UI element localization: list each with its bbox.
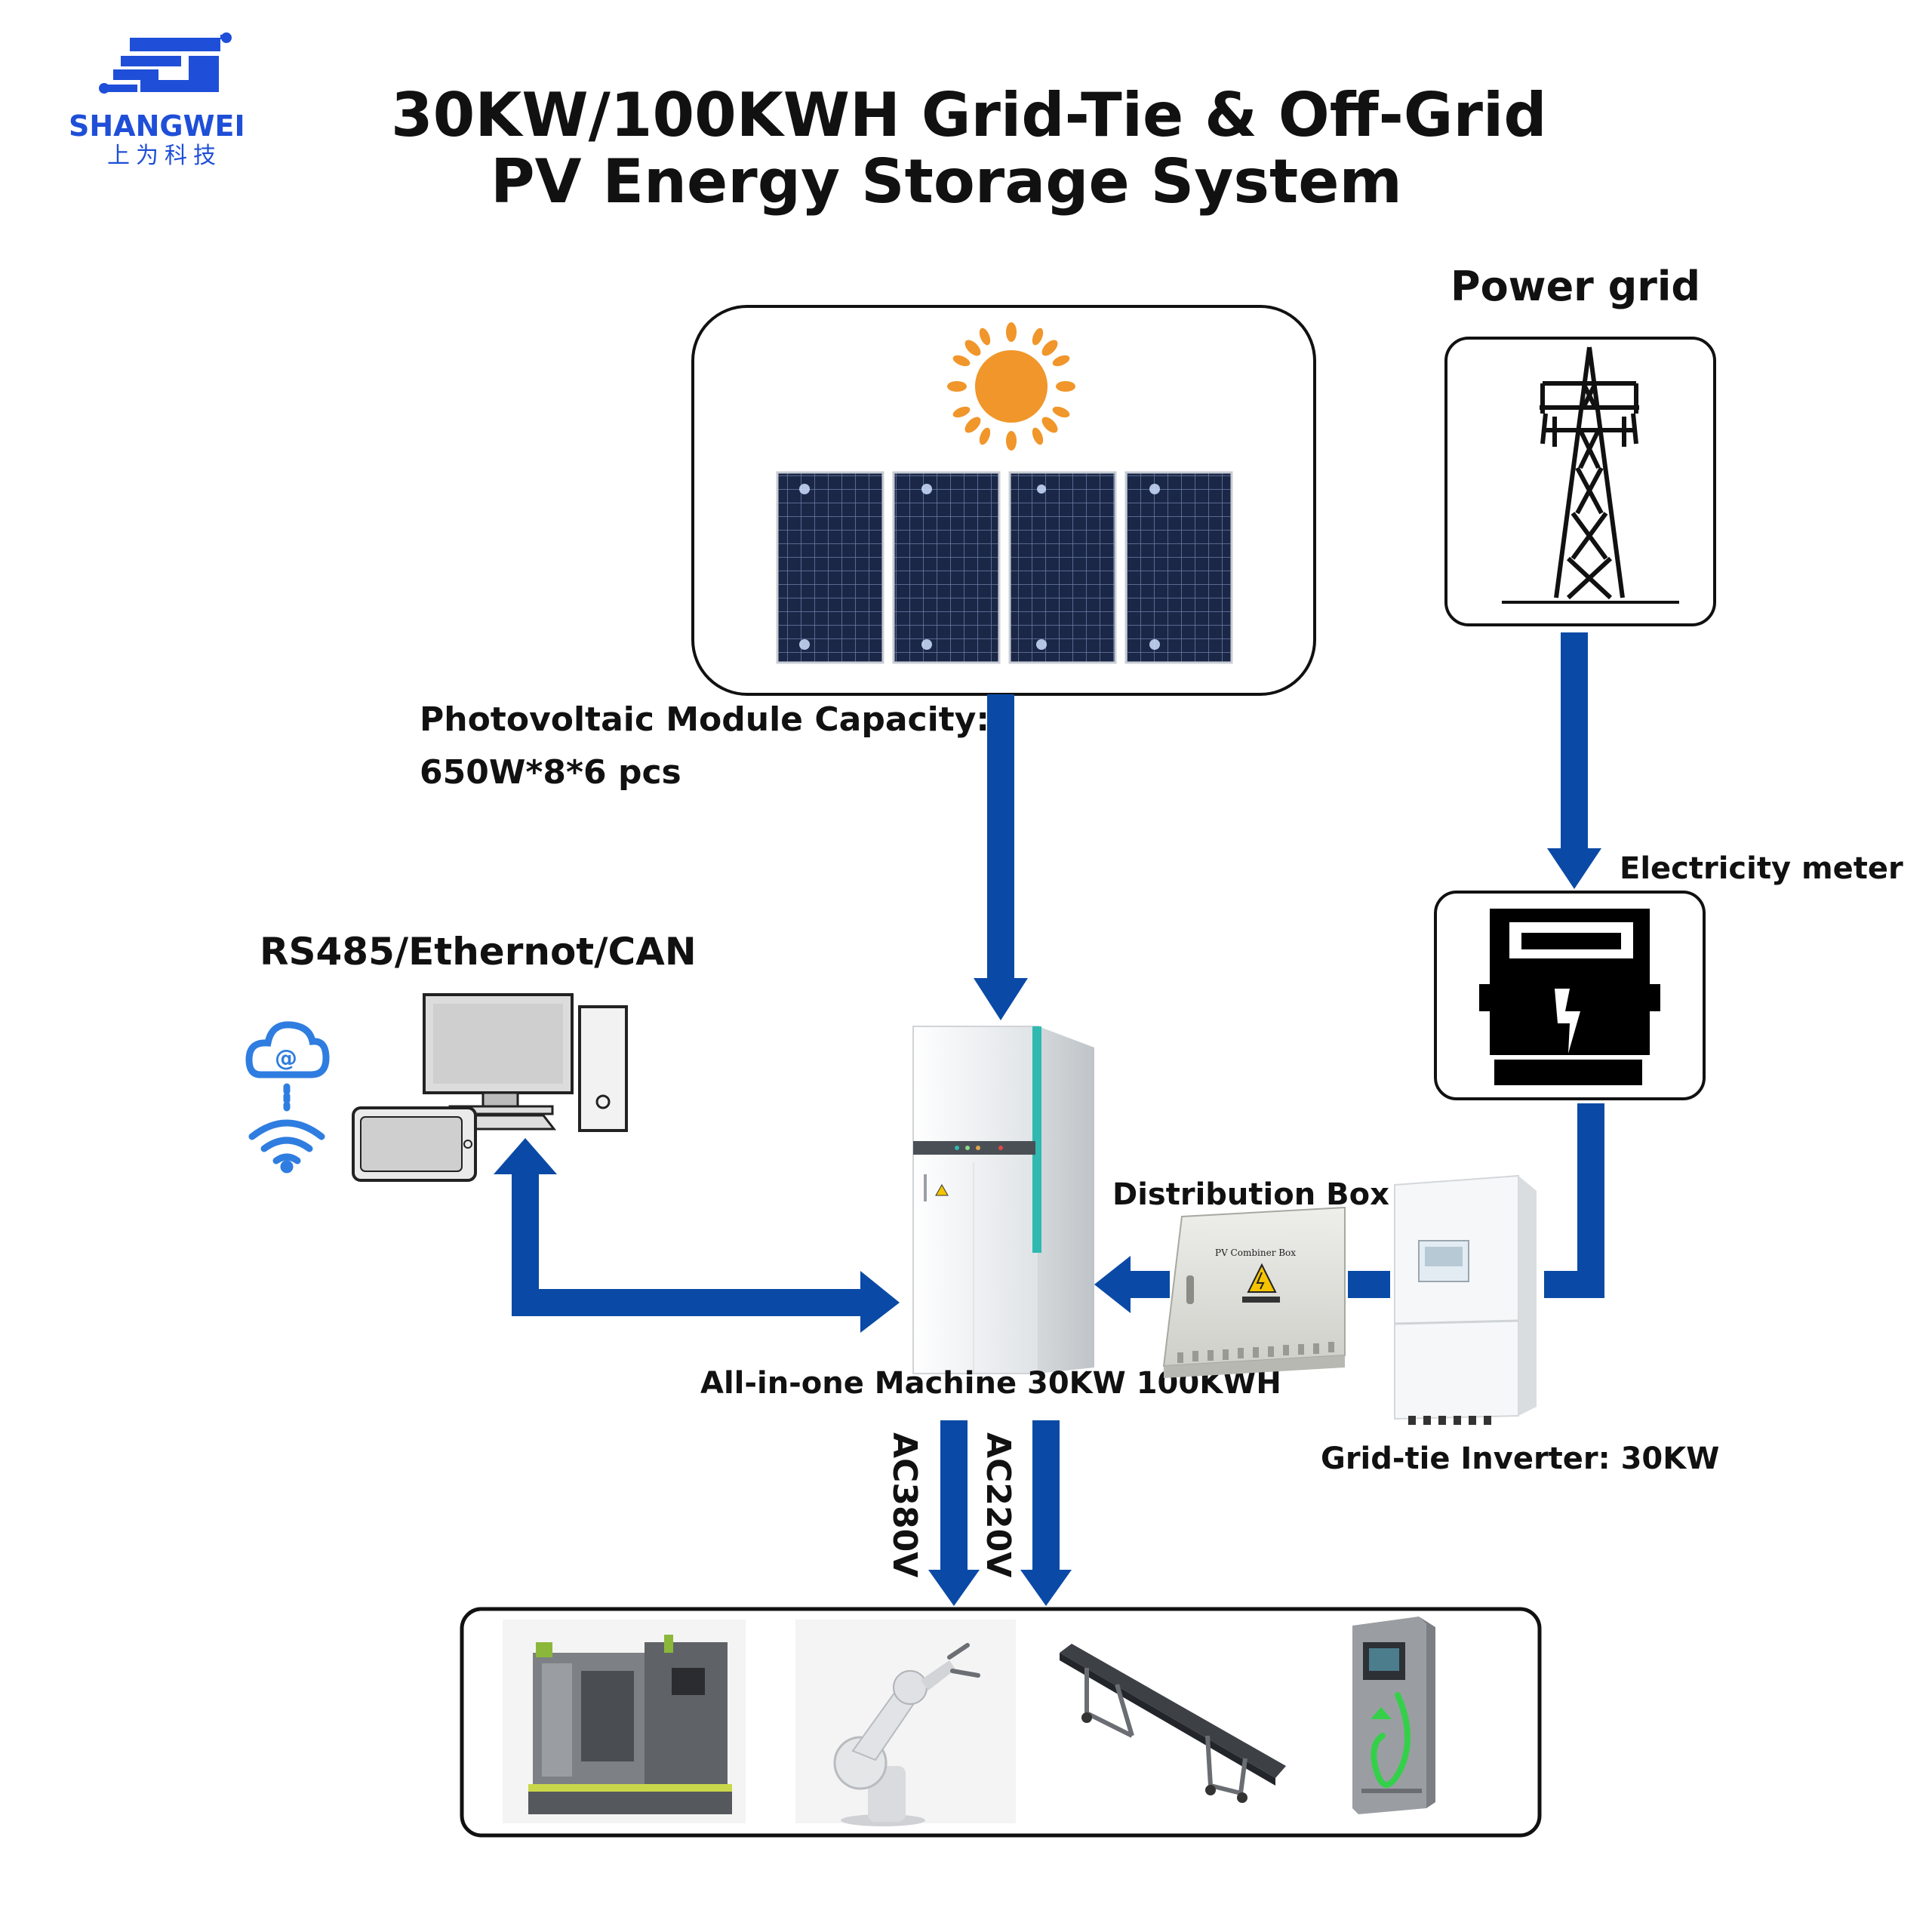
brand-logo: SHANGWEI 上为科技 [69, 32, 245, 169]
meter-to-inverter-line [1544, 1103, 1604, 1298]
brand-name: SHANGWEI [69, 109, 245, 143]
cabinet-icon [912, 1026, 1094, 1374]
pv-capacity-value: 650W*8*6 pcs [420, 753, 681, 792]
flow-arrows [494, 632, 1604, 1606]
inverter-to-distribution-line [1348, 1271, 1390, 1298]
ev-charger-icon [1352, 1617, 1435, 1814]
combiner-box-icon: PV Combiner Box [1162, 1206, 1346, 1378]
conveyor-icon [1060, 1644, 1286, 1803]
transmission-tower-icon [1502, 346, 1679, 604]
pv-to-machine-arrow [974, 694, 1028, 1020]
loads-panel [460, 1607, 1542, 1838]
combiner-box-text: PV Combiner Box [1215, 1247, 1296, 1258]
pv-capacity-label: Photovoltaic Module Capacity: [420, 700, 989, 739]
electricity-meter-label: Electricity meter [1620, 851, 1903, 886]
solar-panel-icon [776, 471, 1233, 664]
solar-array-panel [691, 305, 1316, 696]
ac380-label: AC380V [885, 1432, 924, 1577]
power-grid-label: Power grid [1451, 263, 1700, 310]
grid-to-meter-arrow [1547, 632, 1601, 889]
electricity-meter-icon [1479, 909, 1660, 1085]
brand-subtitle: 上为科技 [107, 143, 222, 169]
robot-arm-icon [795, 1620, 1016, 1826]
comm-protocols-label: RS485/Ethernot/CAN [260, 930, 697, 974]
ac380-arrow [928, 1420, 980, 1606]
inverter-label: Grid-tie Inverter: 30KW [1321, 1441, 1719, 1476]
ac220-label: AC220V [979, 1432, 1017, 1577]
svg-text:@: @ [275, 1045, 297, 1072]
meter-box [1434, 891, 1706, 1100]
power-grid-box [1444, 337, 1716, 626]
page-title-line1: 30KW/100KWH Grid-Tie & Off-Grid [391, 80, 1547, 150]
computer-icon [423, 993, 628, 1132]
machine-computer-arrow [494, 1138, 900, 1333]
distribution-to-machine-arrow [1094, 1256, 1170, 1313]
page-title-line2: PV Energy Storage System [491, 146, 1402, 217]
cnc-machine-icon [503, 1620, 746, 1823]
wifi-icon [248, 1119, 325, 1174]
sun-icon [947, 322, 1075, 451]
distribution-box-label: Distribution Box [1112, 1177, 1389, 1212]
ac220-arrow [1020, 1420, 1072, 1606]
inverter-icon [1394, 1174, 1537, 1425]
tablet-icon [352, 1106, 477, 1182]
logo-mark-icon [99, 32, 232, 94]
cloud-icon: @ [245, 1021, 330, 1112]
